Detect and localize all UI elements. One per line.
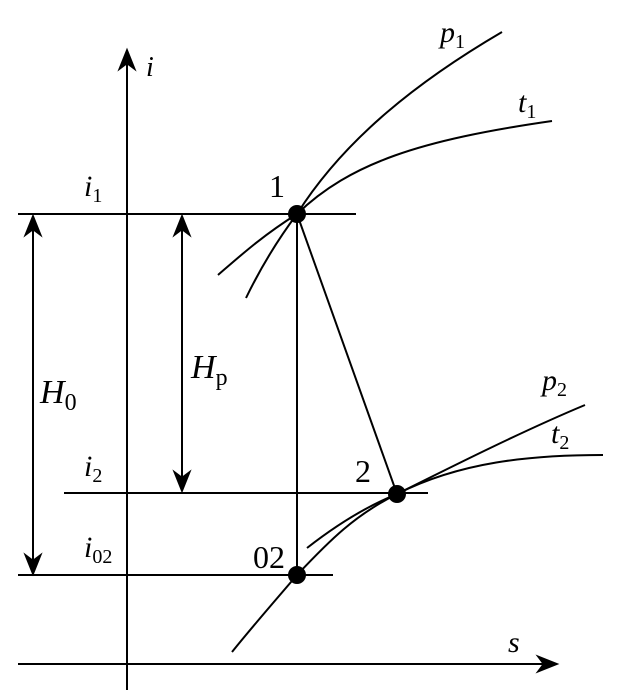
point-2-label: 2 <box>355 453 371 489</box>
actual-expansion-line <box>296 213 398 495</box>
p1-label: p1 <box>438 16 465 53</box>
hp-label: Hp <box>190 349 228 391</box>
t2-label: t2 <box>551 417 569 454</box>
t2-isotherm-curve <box>306 454 604 549</box>
p1-isobar-curve <box>245 31 503 299</box>
i1-label: i1 <box>84 170 102 207</box>
p2-isobar-curve <box>231 404 586 653</box>
i02-label: i02 <box>84 531 112 568</box>
state-point-2 <box>388 485 406 503</box>
t1-label: t1 <box>518 86 536 123</box>
state-point-1 <box>288 205 306 223</box>
i-axis-label: i <box>146 52 154 83</box>
s-axis-label: s <box>508 626 520 659</box>
point-02-label: 02 <box>253 539 285 575</box>
t1-isotherm-curve <box>217 120 553 276</box>
h0-label: H0 <box>39 374 77 416</box>
i2-label: i2 <box>84 450 102 487</box>
p2-label: p2 <box>540 364 567 401</box>
point-1-label: 1 <box>269 168 285 204</box>
state-point-02 <box>288 566 306 584</box>
